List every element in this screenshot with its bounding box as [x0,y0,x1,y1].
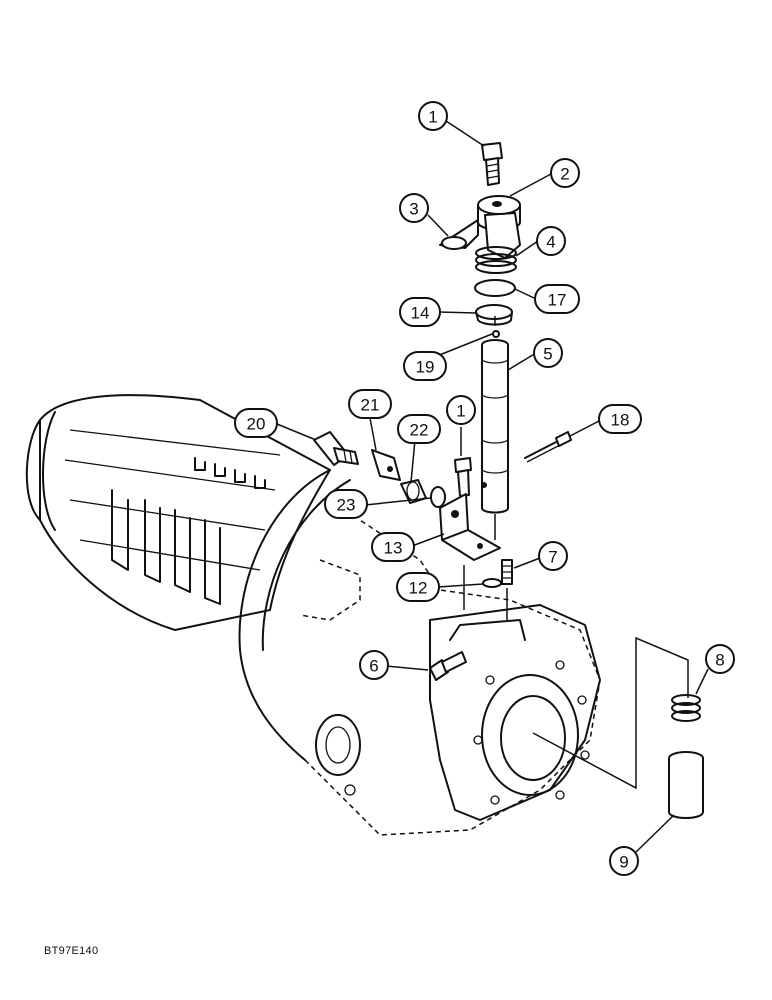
callout-1-lower: 1 [446,395,476,425]
callout-17: 17 [534,284,580,314]
callout-label: 17 [548,291,567,310]
part-17-o-ring [474,279,516,297]
callout-20: 20 [234,408,278,438]
callout-4: 4 [536,226,566,256]
part-20-sensor [313,431,359,466]
leader-lines [276,120,709,853]
callout-14: 14 [399,297,441,327]
callout-23: 23 [324,489,368,519]
callout-9: 9 [609,846,639,876]
part-9-sleeve [668,751,704,819]
document-id-label: BT97E140 [44,945,99,957]
callout-19: 19 [403,351,447,381]
callout-label: 13 [384,539,403,558]
callout-label: 8 [715,651,724,670]
part-5-shaft [481,339,509,514]
callout-12: 12 [396,572,440,602]
part-13-bracket [439,493,501,561]
callout-label: 5 [543,345,552,364]
callout-18: 18 [598,404,642,434]
callout-label: 2 [560,165,569,184]
part-3-lever-arm [439,195,521,259]
callout-5: 5 [533,338,563,368]
callout-label: 14 [411,304,430,323]
callout-6: 6 [359,650,389,680]
part-7-fitting [501,559,513,585]
callout-label: 7 [548,548,557,567]
part-23-washer [430,486,446,508]
assembly-guide-lines [463,316,689,790]
part-18-stud [524,431,572,463]
part-1-upper-bolt [481,142,503,186]
callout-21: 21 [348,389,392,419]
callout-3: 3 [399,193,429,223]
part-1-lower-bolt [454,457,472,497]
callout-22: 22 [397,414,441,444]
callout-label: 12 [409,579,428,598]
part-19-ball [492,330,500,338]
callout-label: 3 [409,200,418,219]
part-4-spring [475,246,517,274]
callout-13: 13 [371,532,415,562]
callout-8: 8 [705,644,735,674]
transmission-housing [25,394,601,836]
part-8-spring [671,694,701,722]
callout-label: 23 [337,496,356,515]
part-6-bolt [429,651,467,681]
callout-label: 20 [247,415,266,434]
callout-label: 18 [611,411,630,430]
callout-label: 4 [546,233,555,252]
part-14-bushing [475,304,513,326]
callout-label: 22 [410,421,429,440]
callout-2: 2 [550,158,580,188]
callout-label: 21 [361,396,380,415]
callout-7: 7 [538,541,568,571]
part-21-plate [371,449,401,481]
callout-label: 6 [369,657,378,676]
part-12-o-ring [482,578,502,588]
callout-label: 19 [416,358,435,377]
callout-label: 9 [619,853,628,872]
callout-label: 1 [456,402,465,421]
callout-label: 1 [428,108,437,127]
callout-1-upper: 1 [418,101,448,131]
